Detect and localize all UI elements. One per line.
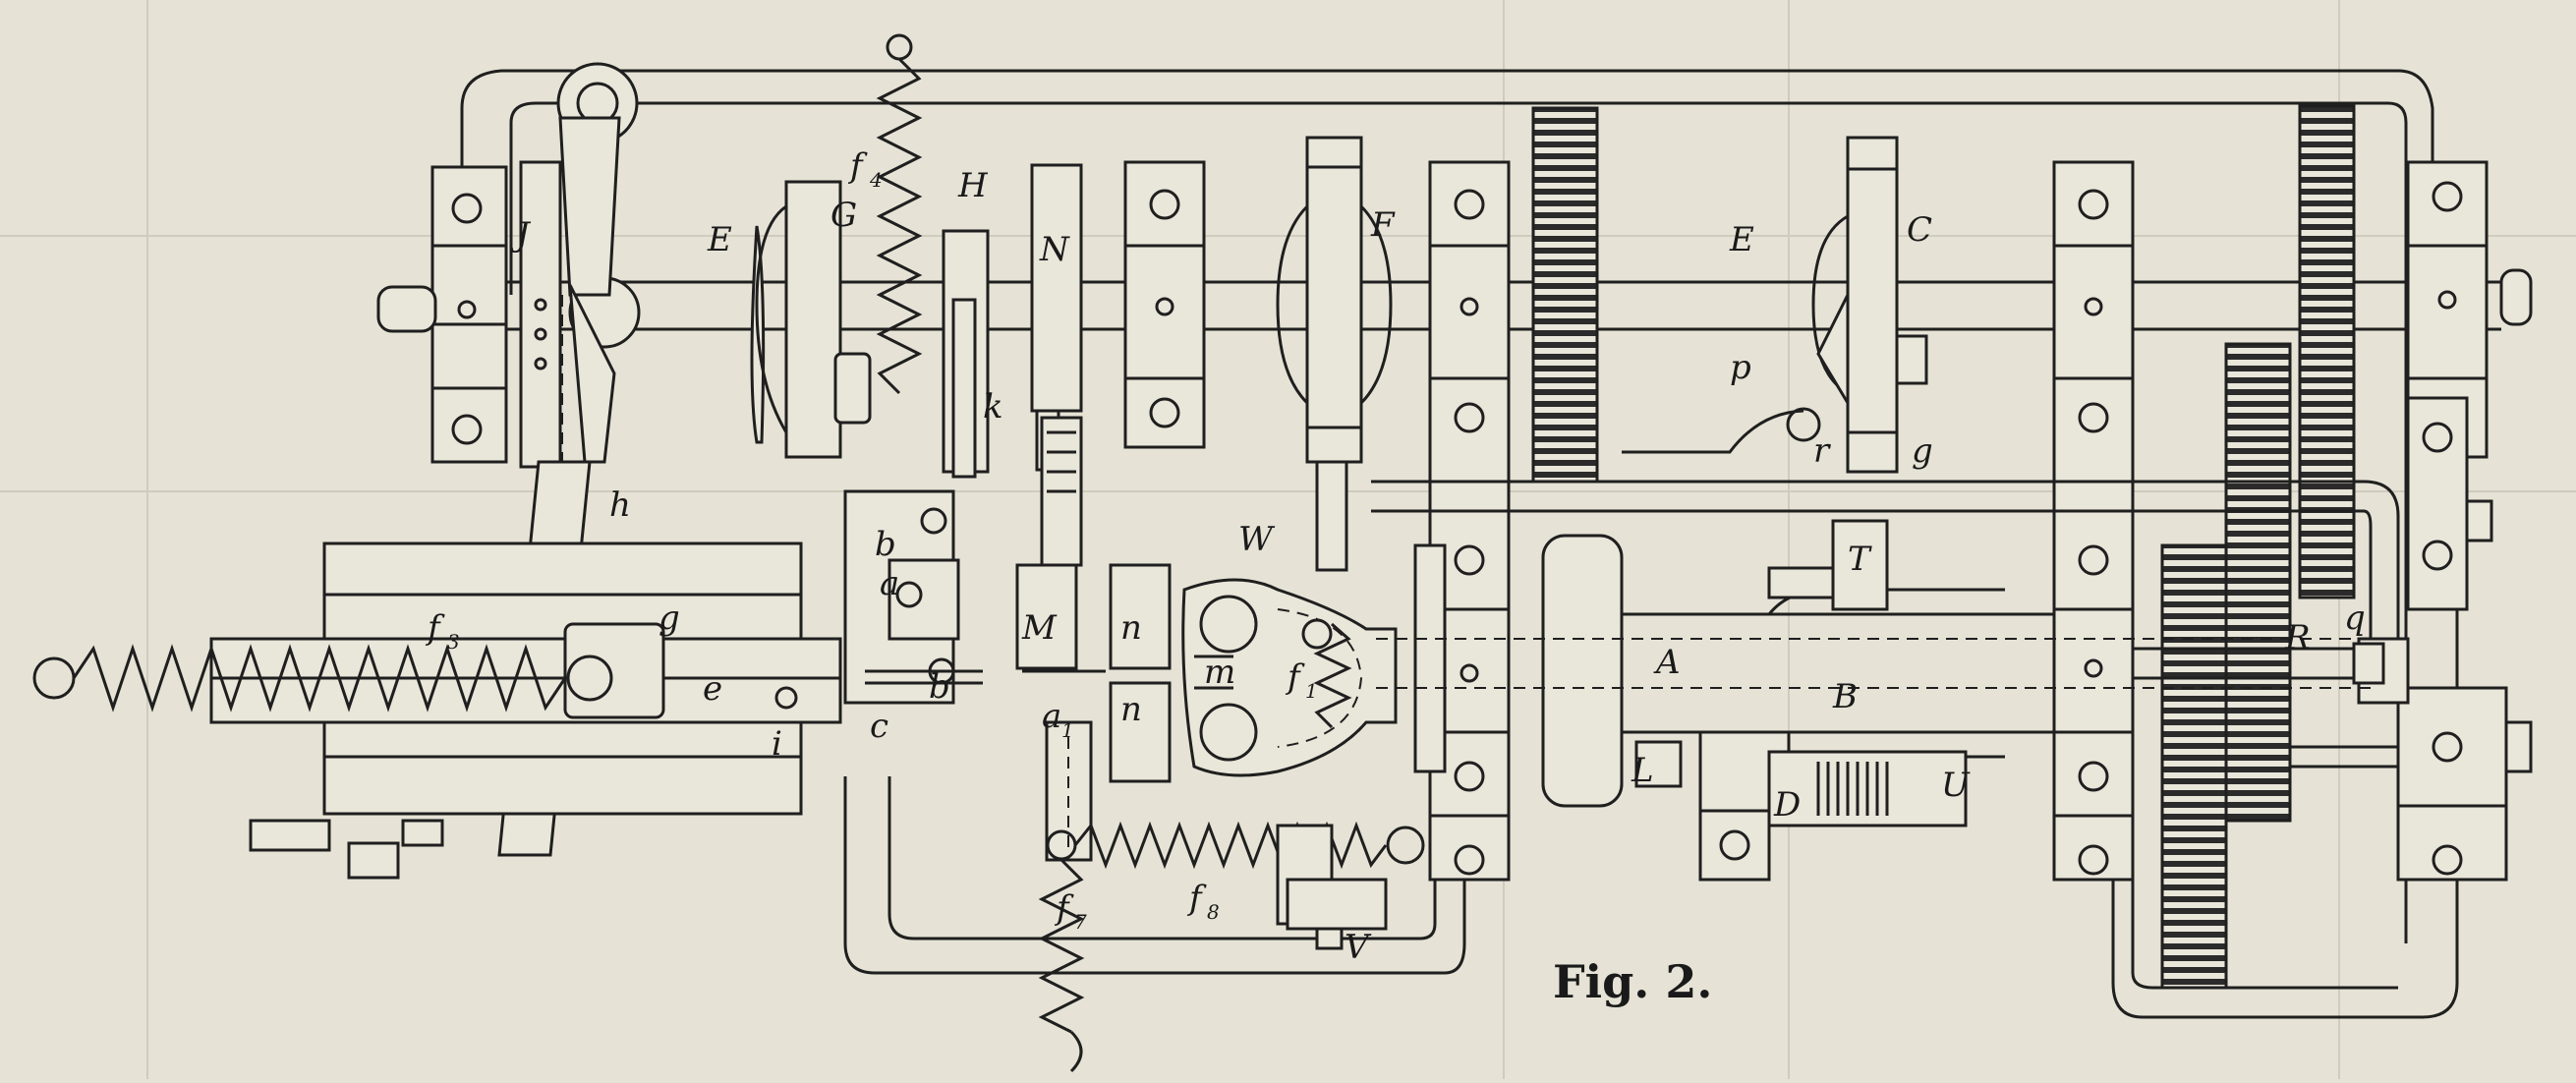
label-B: B — [1832, 677, 1858, 716]
label-F: F — [1370, 205, 1396, 245]
label-f8-subscript: 8 — [1207, 900, 1220, 924]
label-E-left: E — [707, 220, 732, 259]
figure-caption: Fig. 2. — [1553, 955, 1712, 1008]
label-n-upper: n — [1120, 608, 1142, 648]
label-f4-subscript: 4 — [869, 168, 883, 192]
cam-F — [1276, 136, 1393, 572]
label-g-top: g — [1912, 431, 1933, 471]
label-f1-subscript: 1 — [1305, 679, 1318, 703]
label-f3-subscript: 3 — [447, 630, 460, 654]
label-q: q — [2344, 598, 2366, 638]
label-b-upper: b — [875, 525, 896, 564]
left-slide — [32, 542, 842, 880]
label-A: A — [1653, 643, 1681, 682]
central-mechanism — [843, 416, 1172, 862]
label-R: R — [2284, 618, 2311, 657]
springs-f7-f8 — [1038, 821, 1425, 1073]
wheel-G — [750, 180, 872, 459]
label-f7: f — [1054, 888, 1074, 928]
label-b-lower: b — [929, 667, 950, 707]
label-U: U — [1941, 766, 1971, 805]
cam-C — [1622, 136, 1928, 474]
label-f4: f — [847, 146, 868, 186]
label-H: H — [957, 166, 989, 205]
label-r: r — [1813, 431, 1831, 471]
coil-U — [1816, 762, 1889, 816]
label-V: V — [1345, 928, 1372, 967]
column-blocks — [1123, 160, 2533, 882]
label-c: c — [870, 707, 888, 746]
label-f7-subscript: 7 — [1074, 910, 1087, 934]
label-g-left: g — [658, 598, 680, 638]
label-k: k — [983, 387, 1003, 427]
label-m: m — [1204, 653, 1235, 692]
label-n-lower: n — [1120, 690, 1142, 729]
label-f8: f — [1186, 879, 1207, 918]
label-p: p — [1730, 348, 1751, 387]
label-C: C — [1907, 210, 1932, 250]
spring-f4 — [876, 33, 923, 395]
left-bearing-blocks — [430, 165, 508, 464]
label-E-right: E — [1729, 220, 1754, 259]
label-h: h — [609, 485, 631, 525]
label-W: W — [1238, 520, 1276, 559]
label-M: M — [1021, 608, 1058, 648]
label-T: T — [1848, 540, 1872, 579]
label-N: N — [1039, 230, 1070, 269]
label-a1: a — [1042, 697, 1061, 736]
label-L: L — [1631, 751, 1654, 790]
label-a1-subscript: 1 — [1061, 718, 1074, 742]
shaft-A — [1376, 519, 2398, 882]
label-a: a — [880, 564, 899, 603]
label-G: G — [830, 196, 857, 235]
label-i: i — [772, 724, 782, 764]
label-D: D — [1773, 785, 1801, 825]
cam-plate-W — [1181, 578, 1398, 777]
gears — [1531, 104, 2356, 990]
label-e: e — [703, 669, 722, 709]
label-J: J — [510, 215, 532, 255]
